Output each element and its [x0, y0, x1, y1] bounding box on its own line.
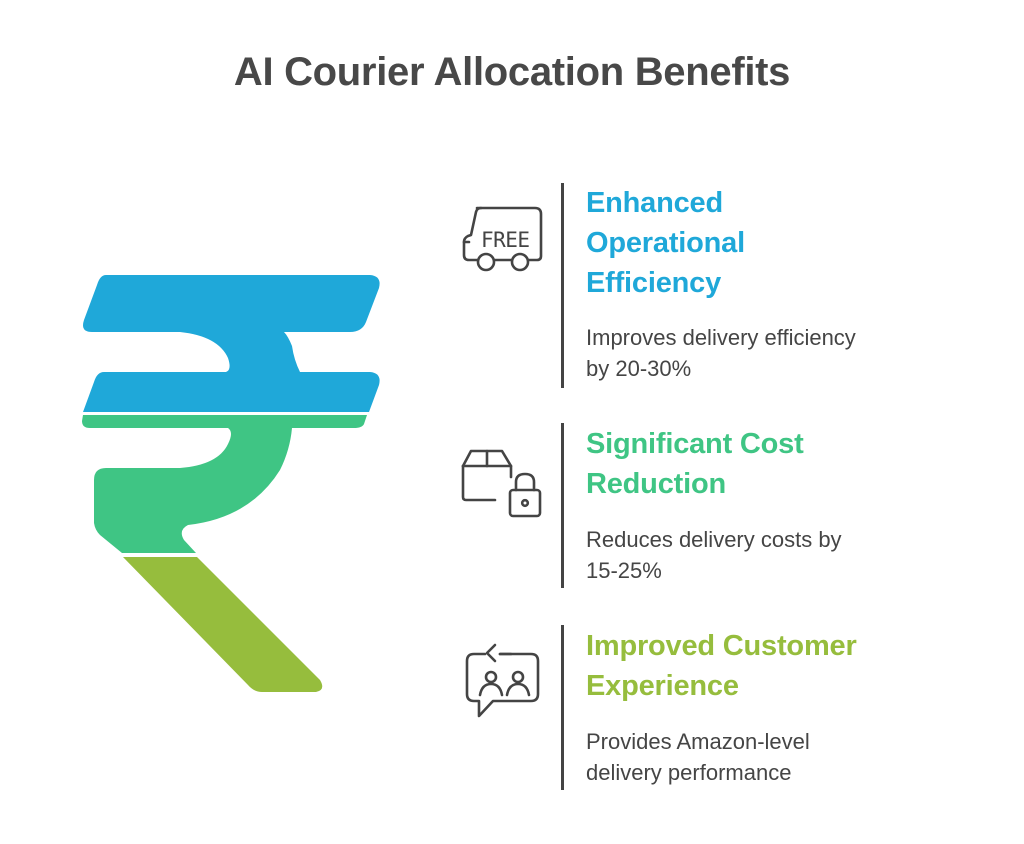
description-line: Provides Amazon-level: [586, 729, 810, 754]
heading-line: Experience: [586, 670, 739, 702]
rupee-green-strip: [82, 415, 367, 428]
heading-line: Operational: [586, 227, 745, 259]
benefit-item-cost: Significant Cost Reduction Reduces deliv…: [455, 420, 955, 590]
description-line: Reduces delivery costs by: [586, 527, 842, 552]
benefit-item-efficiency: FREE Enhanced Operational Efficiency Imp…: [455, 180, 955, 390]
item-divider: [561, 625, 564, 790]
free-delivery-truck-icon: FREE: [462, 206, 543, 272]
customer-chat-exchange-icon: [465, 643, 540, 718]
item-divider: [561, 183, 564, 388]
benefit-heading: Improved Customer Experience: [586, 626, 857, 706]
rupee-blue-top-bar: [83, 275, 380, 332]
heading-line: Significant Cost: [586, 428, 804, 460]
svg-text:FREE: FREE: [481, 228, 530, 252]
description-line: by 20-30%: [586, 356, 692, 381]
rupee-blue-connector: [180, 332, 300, 372]
heading-line: Efficiency: [586, 267, 721, 299]
description-line: delivery performance: [586, 760, 792, 785]
rupee-green-bowl: [94, 428, 292, 553]
description-line: 15-25%: [586, 558, 662, 583]
benefit-description: Improves delivery efficiency by 20-30%: [586, 322, 856, 384]
benefit-item-customer: Improved Customer Experience Provides Am…: [455, 622, 955, 792]
benefit-heading: Significant Cost Reduction: [586, 424, 804, 504]
page-title: AI Courier Allocation Benefits: [233, 50, 791, 94]
rupee-symbol-graphic: [82, 275, 380, 692]
rupee-blue-mid-bar: [83, 372, 380, 412]
rupee-lime-leg: [123, 557, 323, 692]
box-lock-icon: [461, 449, 542, 518]
heading-line: Enhanced: [586, 187, 723, 219]
heading-line: Reduction: [586, 468, 726, 500]
benefit-description: Provides Amazon-level delivery performan…: [586, 726, 810, 788]
item-divider: [561, 423, 564, 588]
benefit-heading: Enhanced Operational Efficiency: [586, 183, 745, 303]
description-line: Improves delivery efficiency: [586, 325, 856, 350]
benefit-description: Reduces delivery costs by 15-25%: [586, 524, 842, 586]
heading-line: Improved Customer: [586, 630, 857, 662]
